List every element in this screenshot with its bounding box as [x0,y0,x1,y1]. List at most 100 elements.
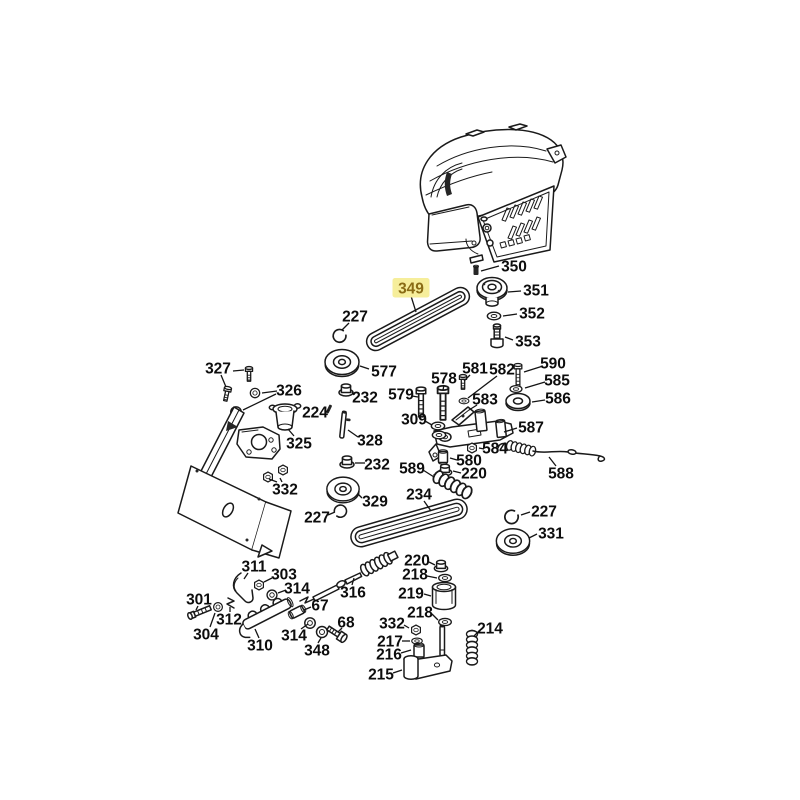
engine-panel-hole-inner [484,225,490,231]
part-325-bearing-cup [268,403,302,431]
part-label-310: 310 [247,638,273,655]
part-label-217: 217 [377,634,403,651]
part-309-washer-a [430,421,446,431]
part-350-pin [473,264,479,275]
part-311-bracket [232,572,254,604]
part-580-spacer [437,449,449,465]
part-232-nut-top [338,383,354,397]
part-label-303: 303 [271,567,297,584]
leader-line-310 [254,628,260,639]
engine-crank-boss [469,254,484,264]
leader-line-227-left [327,511,336,516]
part-326-washer-a [249,387,261,399]
part-label-332-left: 332 [272,482,298,499]
part-588-cable [497,439,606,462]
part-227-clip-left [331,502,349,520]
leader-line-218-lower [431,613,439,621]
part-label-349: 349 [398,281,424,298]
part-label-316: 316 [340,585,366,602]
part-215-lever [403,624,453,680]
part-label-590: 590 [540,356,566,373]
part-310-shaft [238,597,294,639]
part-332-nut-bottom [411,624,421,636]
leader-line-332-left [268,478,278,483]
leader-line-353 [504,336,514,341]
part-label-329: 329 [362,494,388,511]
part-label-309: 309 [401,412,427,429]
part-214-spring [465,629,479,666]
part-351-pulley [476,276,508,307]
leader-line-579 [411,395,419,398]
part-label-234: 234 [406,487,432,504]
part-349-belt [365,286,471,352]
part-label-216: 216 [376,647,402,664]
part-label-215: 215 [368,667,394,684]
engine-vent-squares [499,234,531,249]
part-label-326: 326 [276,383,302,400]
part-232-nut-mid [339,455,355,469]
part-label-351: 351 [523,283,549,300]
part-label-327: 327 [205,361,231,378]
part-label-220-idler: 220 [461,466,487,483]
part-586-spacer [505,392,531,412]
part-label-312: 312 [216,612,242,629]
leader-line-232-top [351,391,355,396]
part-label-301: 301 [186,592,212,609]
leader-line-214 [473,630,480,637]
engine-panel-oval [480,216,488,222]
leader-line-327 [220,374,227,388]
part-label-67: 67 [311,598,328,615]
part-304-washer [213,601,223,613]
leader-line-67 [303,606,312,611]
leader-line-220-support [428,561,436,566]
leader-line-219 [423,593,432,597]
part-label-585: 585 [544,373,570,390]
leader-line-304 [209,612,216,628]
leader-line-316 [351,577,355,586]
part-label-224: 224 [302,405,328,422]
part-label-580: 580 [456,453,482,470]
part-label-227-right: 227 [531,504,557,521]
leader-line-327 [232,369,245,372]
chassis-frame [177,406,292,559]
part-label-311: 311 [241,559,266,576]
part-583-ramp [451,406,475,426]
part-328-rod [339,410,351,439]
leader-line-215 [392,669,403,674]
leader-line-589 [422,469,435,478]
leader-line-326 [242,393,277,411]
leader-line-585 [524,381,546,389]
part-label-219: 219 [398,586,424,603]
leader-line-326 [261,390,278,394]
part-label-331: 331 [538,526,564,543]
leader-line-328 [347,429,359,438]
leader-line-227-top [341,322,350,331]
part-label-353: 353 [515,334,541,351]
part-label-583: 583 [472,392,498,409]
engine-vent-slots [501,195,543,240]
leader-line-580 [449,457,458,461]
part-332-nut-left-b [278,464,288,476]
part-label-582: 582 [489,362,515,379]
part-348-washer [315,625,329,639]
part-303-nut [254,579,264,591]
leader-line-218-upper [426,575,438,579]
engine-panel-hole [482,223,492,233]
part-327-bolt-a [244,365,254,382]
leader-line-350 [480,265,500,272]
part-label-352: 352 [519,306,545,323]
part-label-584: 584 [482,441,508,458]
leader-line-331 [528,533,538,539]
leader-line-332-bottom [403,624,410,629]
leader-line-303 [263,577,273,583]
part-label-304: 304 [193,627,219,644]
part-label-579: 579 [388,387,414,404]
leader-line-349 [410,295,417,313]
part-585-washer [509,384,523,394]
part-218-washer-lower [438,617,452,627]
leader-line-351 [507,290,522,293]
leader-line-581 [463,374,471,382]
part-label-586: 586 [545,391,571,408]
part-353-bolt [490,323,504,349]
